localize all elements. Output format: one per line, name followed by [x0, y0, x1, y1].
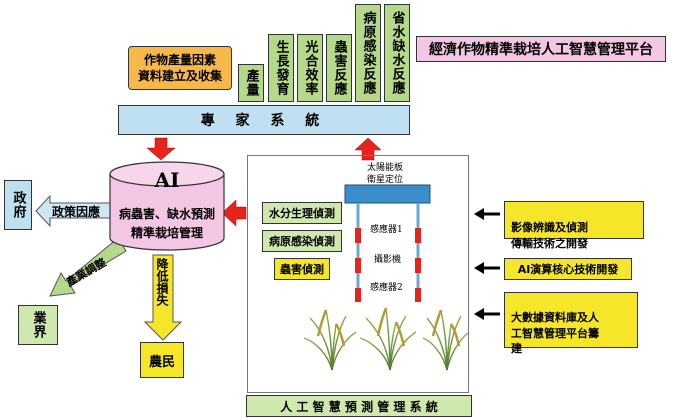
column-pest-label: 蟲害反應	[331, 40, 347, 96]
farmer-box: 農民	[140, 342, 184, 378]
arrow-ai-to-farmer	[143, 254, 183, 341]
gov-label: 政府	[10, 191, 26, 219]
arrow-monitors-to-ai	[221, 199, 247, 227]
column-water-label: 省水缺水反應	[389, 11, 405, 95]
tech-ai-core-label: AI演算核心技術開發	[517, 263, 619, 276]
column-growth-label: 生長發育	[273, 40, 289, 96]
column-photosynthesis-label: 光合效率	[302, 40, 318, 96]
sensor2-label: 感應器2	[370, 283, 403, 293]
field-frame	[247, 155, 469, 393]
arrow-ai-to-industry	[49, 237, 127, 297]
monitor-pest: 蟲害偵測	[274, 258, 330, 280]
expert-system-label: 專 家 系 統	[200, 113, 328, 129]
industry-label: 業界	[30, 311, 46, 339]
gps-label: 衛星定位	[367, 175, 404, 185]
monitor-pathogen: 病原感染偵測	[262, 230, 342, 252]
platform-title: 經濟作物精準栽培人工智慧管理平台	[429, 42, 653, 58]
camera-label: 攝影機	[374, 255, 402, 265]
factor-data-text: 作物產量因素 資料建立及收集	[137, 52, 222, 83]
expert-system-bar: 專 家 系 統	[118, 105, 410, 135]
ai-title: AI	[154, 168, 180, 192]
farmer-arrow-label: 降低損失	[155, 258, 169, 306]
gov-box: 政府	[4, 180, 32, 230]
column-water: 省水缺水反應	[384, 4, 410, 102]
farmer-label: 農民	[148, 354, 175, 370]
bottom-title: 人 工 智 慧 預 測 管 理 系 統	[280, 399, 438, 414]
tech-box-ai-core: AI演算核心技術開發	[504, 258, 632, 280]
tech-box-bigdata: 大數據資料庫及人 工智慧管理平台籌 建	[504, 292, 638, 355]
column-photosynthesis: 光合效率	[297, 34, 323, 102]
column-yield: 產量	[238, 64, 264, 102]
field-apparatus	[344, 184, 431, 302]
industry-box: 業界	[18, 305, 58, 345]
arrow-tech2	[474, 262, 500, 274]
rice-plants	[303, 307, 470, 371]
gov-arrow-label: 政策因應	[52, 205, 101, 219]
arrow-expert-to-ai	[146, 137, 176, 161]
platform-title-box: 經濟作物精準栽培人工智慧管理平台	[416, 36, 666, 62]
column-pathogen: 病原感染反應	[355, 4, 381, 102]
tech-box-imaging: 影像辨識及偵測 傳輸技術之開發	[504, 201, 644, 250]
tech-imaging-label: 影像辨識及偵測 傳輸技術之開發	[511, 220, 588, 250]
solar-panel-label: 太陽能板	[367, 163, 404, 173]
column-pathogen-label: 病原感染反應	[360, 11, 376, 95]
column-pest: 蟲害反應	[326, 34, 352, 102]
arrow-field-to-expert	[354, 137, 382, 161]
monitor-pathogen-label: 病原感染偵測	[269, 235, 335, 248]
column-growth: 生長發育	[268, 34, 294, 102]
bottom-title-box: 人 工 智 慧 預 測 管 理 系 統	[246, 395, 472, 417]
tech-bigdata-label: 大數據資料庫及人 工智慧管理平台籌 建	[511, 311, 599, 356]
monitor-pest-label: 蟲害偵測	[280, 263, 324, 276]
arrow-tech3	[474, 308, 500, 320]
factor-data-box: 作物產量因素 資料建立及收集	[128, 46, 232, 90]
monitor-water-label: 水分生理偵測	[269, 207, 335, 220]
monitor-water: 水分生理偵測	[262, 202, 342, 224]
ai-line1: 病蟲害、缺水預測	[118, 207, 215, 221]
column-yield-label: 產量	[243, 69, 259, 97]
sensor1-label: 感應器1	[370, 225, 403, 235]
ai-cylinder-shape	[109, 161, 225, 251]
arrow-tech1	[474, 208, 500, 220]
arrow-ai-to-gov	[35, 194, 111, 228]
ai-line2: 精準栽培管理	[130, 226, 203, 240]
